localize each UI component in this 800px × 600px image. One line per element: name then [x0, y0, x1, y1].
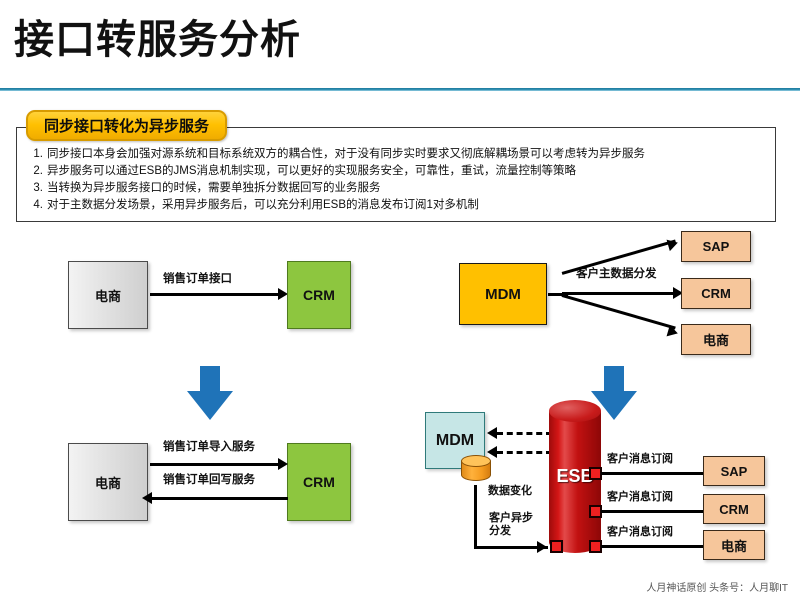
left-bottom-outbound-label: 销售订单导入服务: [163, 441, 255, 453]
left-bottom-source-box: 电商: [68, 443, 148, 521]
callout-tab: 同步接口转化为异步服务: [26, 110, 228, 141]
subscribe-line-crm: [601, 510, 705, 513]
left-top-target-box: CRM: [287, 261, 351, 329]
list-item-number: 2.: [33, 165, 43, 177]
subscribe-label-crm: 客户消息订阅: [607, 491, 673, 503]
cylinder-top: [461, 455, 491, 467]
right-top-target-label-crm: CRM: [701, 286, 731, 301]
list-item: 2. 异步服务可以通过ESB的JMS消息机制实现，可以更好的实现服务安全，可靠性…: [28, 163, 768, 180]
async-dispatch-label: 客户异步 分发: [489, 512, 533, 538]
list-item: 4. 对于主数据分发场景，采用异步服务后，可以充分利用ESB的消息发布订阅1对多…: [28, 197, 768, 214]
right-top-source-box: MDM: [459, 263, 547, 325]
esb-cylinder-top: [549, 400, 601, 422]
fanout-arrowhead-crm: [673, 287, 683, 299]
callout-box: [16, 127, 776, 222]
subscribe-label-dianshang: 客户消息订阅: [607, 526, 673, 538]
esb-target-box-sap: SAP: [703, 456, 765, 486]
dashed-line-bottom: [497, 451, 552, 454]
right-top-target-box-crm: CRM: [681, 278, 751, 309]
left-bottom-inbound-label: 销售订单回写服务: [163, 474, 255, 486]
subscribe-line-dianshang: [601, 545, 705, 548]
fanout-hub-line: [548, 293, 568, 296]
page-title: 接口转服务分析: [14, 18, 301, 62]
list-item-text: 对于主数据分发场景，采用异步服务后，可以充分利用ESB的消息发布订阅1对多机制: [47, 199, 479, 211]
bullet-list: 1. 同步接口本身会加强对源系统和目标系统双方的耦合性，对于没有同步实时要求又彻…: [28, 146, 768, 214]
esb-mdm-label: MDM: [435, 431, 475, 449]
list-item: 3. 当转换为异步服务接口的时候，需要单独拆分数据回写的业务服务: [28, 180, 768, 197]
list-item-number: 1.: [33, 148, 43, 160]
subscribe-line-sap: [601, 472, 705, 475]
title-divider: [0, 88, 800, 91]
left-top-connector-line: [150, 293, 280, 296]
fanout-arrowhead-dianshang: [666, 324, 680, 340]
esb-port-in: [550, 540, 563, 553]
list-item-number: 3.: [33, 182, 43, 194]
esb-target-box-crm: CRM: [703, 494, 765, 524]
async-dispatch-line-1: 客户异步: [489, 512, 533, 524]
arrow-stem: [604, 366, 624, 392]
arrow-stem: [200, 366, 220, 392]
esb-label: ESB: [556, 466, 594, 486]
left-top-arrow-label: 销售订单接口: [163, 273, 232, 285]
esb-target-label-sap: SAP: [720, 463, 748, 479]
data-change-label: 数据变化: [488, 485, 532, 497]
dashed-arrowhead-top: [487, 427, 497, 439]
list-item-text: 异步服务可以通过ESB的JMS消息机制实现，可以更好的实现服务安全，可靠性，重试…: [47, 165, 577, 177]
arrow-head: [187, 391, 233, 420]
esb-cylinder-body: [549, 411, 601, 553]
left-bottom-inbound-line: [152, 497, 288, 500]
dashed-arrowhead-bottom: [487, 446, 497, 458]
left-bottom-target-label: CRM: [303, 474, 335, 490]
esb-cylinder: ESB: [549, 400, 601, 560]
right-top-source-label: MDM: [485, 285, 521, 303]
left-bottom-outbound-arrowhead: [278, 458, 288, 470]
callout-tab-label: 同步接口转化为异步服务: [44, 118, 210, 135]
list-item-text: 同步接口本身会加强对源系统和目标系统双方的耦合性，对于没有同步实时要求又彻底解耦…: [47, 148, 645, 160]
right-top-target-box-sap: SAP: [681, 231, 751, 262]
right-top-target-box-dianshang: 电商: [681, 324, 751, 355]
data-store-cylinder-icon: [461, 455, 491, 485]
fanout-arrowhead-sap: [666, 236, 680, 252]
fanout-line-crm: [562, 292, 678, 295]
left-bottom-source-label: 电商: [94, 475, 121, 491]
left-top-arrowhead: [278, 288, 288, 300]
async-path-vertical: [474, 485, 477, 548]
dashed-line-top: [497, 432, 552, 435]
footer-credit: 人月神话原创 头条号：人月聊IT: [646, 583, 788, 594]
right-top-target-label-dianshang: 电商: [702, 333, 729, 348]
left-bottom-outbound-line: [150, 463, 280, 466]
esb-target-label-dianshang: 电商: [720, 538, 747, 554]
esb-target-box-dianshang: 电商: [703, 530, 765, 560]
list-item: 1. 同步接口本身会加强对源系统和目标系统双方的耦合性，对于没有同步实时要求又彻…: [28, 146, 768, 163]
list-item-number: 4.: [33, 199, 43, 211]
down-arrow-icon-left: [187, 366, 233, 420]
async-dispatch-line-2: 分发: [489, 525, 511, 537]
right-top-arrow-label: 客户主数据分发: [576, 268, 657, 280]
subscribe-label-sap: 客户消息订阅: [607, 453, 673, 465]
left-top-source-label: 电商: [94, 288, 121, 304]
left-bottom-inbound-arrowhead: [142, 492, 152, 504]
left-bottom-target-box: CRM: [287, 443, 351, 521]
list-item-text: 当转换为异步服务接口的时候，需要单独拆分数据回写的业务服务: [47, 182, 381, 194]
async-path-horizontal: [474, 546, 548, 549]
fanout-line-dianshang: [561, 294, 676, 330]
async-path-arrowhead: [537, 541, 547, 553]
right-top-target-label-sap: SAP: [702, 239, 730, 254]
esb-target-label-crm: CRM: [719, 501, 749, 517]
left-top-source-box: 电商: [68, 261, 148, 329]
left-top-target-label: CRM: [303, 287, 335, 303]
